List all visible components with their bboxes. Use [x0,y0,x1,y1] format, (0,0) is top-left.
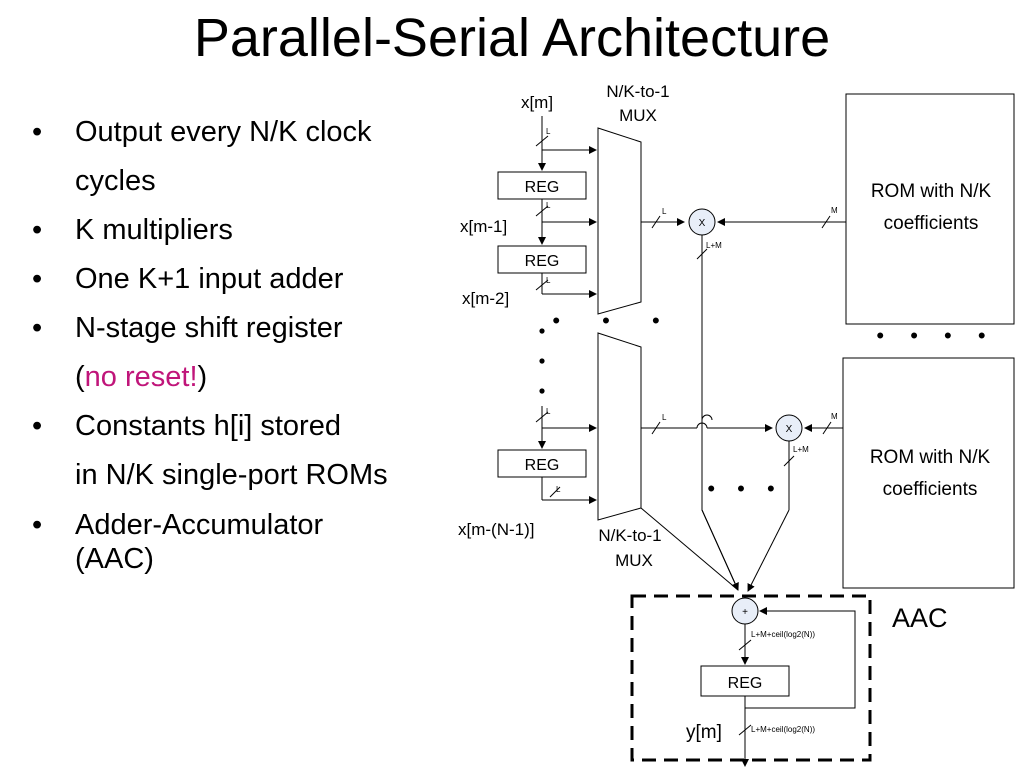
width-label-acc: L+M+ceil(log2(N)) [751,725,815,734]
ellipsis-dot [539,358,545,364]
wire-mult-top-to-adder [701,509,739,591]
accumulator-register [700,665,790,697]
no-reset-highlight: no reset! [84,361,198,393]
bus-slash [535,279,549,291]
rom-ellipsis: • • • • [876,323,995,348]
shift-register-2 [497,245,587,274]
bus-slash [696,248,708,260]
bullet-item: • Constants h[i] stored in N/K single-po… [30,402,460,500]
bus-slash [535,135,549,147]
adder-symbol: + [742,607,748,618]
bus-slash [651,215,661,229]
reg-label: REG [728,675,763,692]
shift-register-1 [497,171,587,200]
bullet-text: One K+1 input adder [75,263,344,295]
signal-x-m: x[m] [521,93,553,112]
aac-label: AAC [892,603,948,633]
rom-bottom [842,357,1015,589]
rom-top [845,93,1015,325]
rom-top-label-line1: ROM with N/K [871,181,992,202]
aac-boundary [630,594,872,762]
width-label-l: L [546,201,551,210]
width-label-l: L [546,276,551,285]
rom-top-label-line2: coefficients [884,213,979,234]
shift-register-last [497,449,587,478]
multiplier-symbol: X [786,424,793,435]
reg-label: REG [525,179,560,196]
signal-x-m-n-1: x[m-(N-1)] [458,520,534,539]
bus-slash [651,421,661,435]
bullet-dot: • [32,116,43,148]
wire-feedback [745,607,856,709]
reg-label: REG [525,457,560,474]
bullet-item: • Adder-Accumulator (AAC) [30,508,460,576]
bus-slash [535,205,549,217]
signal-y-m: y[m] [686,722,722,743]
paren-close: ) [197,361,208,393]
bullet-item: • K multipliers [30,206,460,255]
wire-mux-bottom-side [640,507,739,591]
bullet-text: Constants h[i] stored [75,410,341,442]
width-label-l: L [546,407,551,416]
mux-top-label-line1: N/K-to-1 [606,82,669,101]
bullet-text: cycles [75,165,156,197]
width-label-l: L [662,413,667,422]
ellipsis-dot [539,328,545,334]
bullet-list: • Output every N/K clock cycles • K mult… [30,108,460,576]
width-label-l: L [546,127,551,136]
bullet-text-paren: (no reset!) [75,353,460,402]
mux-bottom-label-line2: MUX [615,551,653,570]
mux-top [597,127,642,315]
width-label-m: M [831,206,838,215]
rom-bottom-label-line2: coefficients [883,479,978,500]
paren-open: ( [75,361,85,393]
bullet-dot: • [32,410,43,442]
bus-slash [738,724,752,736]
width-label-lm: L+M [793,445,809,454]
signal-x-m-1: x[m-1] [460,217,507,236]
bullet-dot: • [32,509,43,541]
multiplier-symbol: X [699,218,706,229]
width-label-lm: L+M [706,241,722,250]
signal-x-m-2: x[m-2] [462,289,509,308]
bullet-item: • Output every N/K clock cycles [30,108,460,206]
bus-slash [821,215,831,229]
bullet-dot: • [32,214,43,246]
mux-bottom [597,332,642,521]
width-label-l: L [556,485,561,494]
rom-bottom-label-line1: ROM with N/K [870,447,991,468]
bullet-item: • N-stage shift register (no reset!) [30,304,460,402]
bus-slash [783,455,795,467]
width-label-m: M [831,412,838,421]
width-label-acc: L+M+ceil(log2(N)) [751,630,815,639]
bus-slash [822,421,832,435]
bullet-dot: • [32,263,43,295]
bullet-text: in N/K single-port ROMs [75,459,388,491]
mux-top-label-line2: MUX [619,106,657,125]
bus-slash [738,639,752,651]
bus-slash [535,411,549,423]
bullet-item: • One K+1 input adder [30,255,460,304]
bullet-text: K multipliers [75,214,233,246]
multiplier-ellipsis: • • • [707,476,782,501]
wire-crossover [696,422,708,429]
ellipsis-dot [539,388,545,394]
bullet-dot: • [32,312,43,344]
bullet-text: N-stage shift register [75,312,343,344]
mux-bottom-label-line1: N/K-to-1 [598,526,661,545]
bullet-text: (AAC) [75,543,154,575]
wire-mult-bottom-to-adder [747,509,790,592]
width-label-l: L [662,207,667,216]
wire-mult-top-down [701,235,739,591]
slide-title: Parallel-Serial Architecture [193,8,831,68]
mux-ellipsis: • • • [552,308,677,333]
reg-label: REG [525,253,560,270]
bus-slash [549,486,561,498]
bullet-text: Adder-Accumulator [75,509,324,541]
bullet-text: Output every N/K clock [75,116,372,148]
